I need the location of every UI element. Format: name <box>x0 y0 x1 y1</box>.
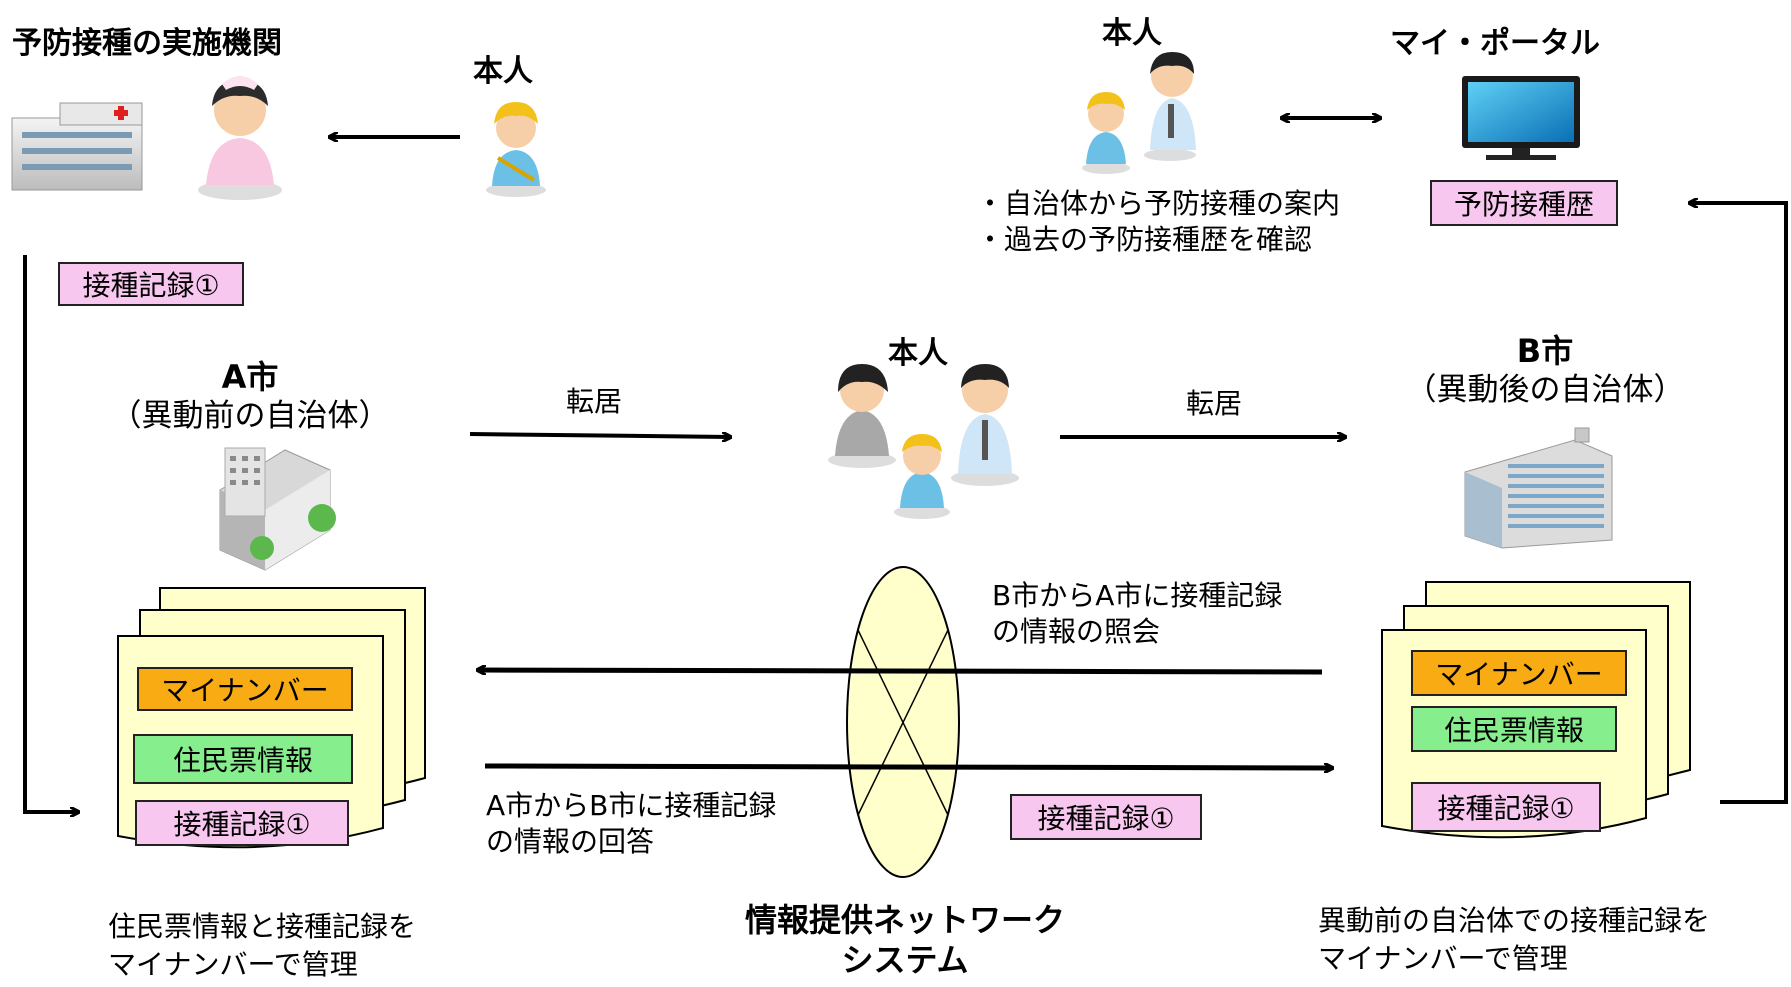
portal-title: マイ・ポータル <box>1390 26 1600 61</box>
nurse-icon <box>198 76 282 200</box>
b-caption-line-1: 異動前の自治体での接種記録を <box>1318 904 1711 937</box>
family-icon <box>828 364 1019 519</box>
b-city-sub: （異動後の自治体） <box>1405 372 1685 408</box>
reply-line-2: の情報の回答 <box>486 825 655 858</box>
b-city-name: B市 <box>1516 332 1574 370</box>
move-label-left: 転居 <box>566 385 623 418</box>
vaccination-history-tag: 予防接種歴 <box>1430 180 1618 226</box>
b-resident-tag: 住民票情報 <box>1411 706 1617 752</box>
b-caption-line-2: マイナンバーで管理 <box>1318 942 1568 975</box>
a-city-sub: （異動前の自治体） <box>110 398 390 434</box>
hospital-icon <box>11 102 143 191</box>
network-system-label: 情報提供ネットワーク システム <box>700 900 1110 980</box>
person-label-top-right: 本人 <box>1102 16 1162 51</box>
exchange-record-tag: 接種記録① <box>1010 794 1202 840</box>
portal-bullet-list: ・自治体から予防接種の案内 ・過去の予防接種歴を確認 <box>976 186 1340 258</box>
a-mynumber-tag: マイナンバー <box>137 667 353 711</box>
a-record-tag: 接種記録① <box>135 800 349 846</box>
person-label-top-left: 本人 <box>473 54 533 89</box>
office-building-icon <box>219 447 336 571</box>
b-record-tag: 接種記録① <box>1411 782 1601 832</box>
move-label-right: 転居 <box>1186 387 1243 420</box>
query-line-1: B市からA市に接種記録 <box>992 579 1283 612</box>
facility-title: 予防接種の実施機関 <box>12 26 282 61</box>
monitor-icon <box>1462 76 1580 160</box>
b-mynumber-tag: マイナンバー <box>1411 650 1627 696</box>
person-label-center: 本人 <box>888 336 948 371</box>
query-label: B市からA市に接種記録 の情報の照会 <box>992 578 1282 650</box>
b-docs-caption: 異動前の自治体での接種記録を マイナンバーで管理 <box>1318 902 1710 978</box>
a-city-name: A市 <box>221 358 279 396</box>
network-line-1: 情報提供ネットワーク <box>744 901 1065 939</box>
child-icon <box>486 102 546 197</box>
record-tag-top-left: 接種記録① <box>58 262 244 306</box>
reply-label: A市からB市に接種記録 の情報の回答 <box>486 788 776 860</box>
network-ellipse-icon <box>846 566 960 878</box>
query-line-2: の情報の照会 <box>992 615 1161 648</box>
parent-child-icon <box>1082 52 1196 174</box>
b-city-heading: B市 （異動後の自治体） <box>1375 326 1715 408</box>
a-caption-line-2: マイナンバーで管理 <box>108 948 358 981</box>
a-resident-tag: 住民票情報 <box>133 734 353 784</box>
network-line-2: システム <box>841 941 969 979</box>
bullet-notice: ・自治体から予防接種の案内 <box>976 187 1341 220</box>
city-hall-icon <box>1464 427 1613 549</box>
reply-line-1: A市からB市に接種記録 <box>486 789 777 822</box>
a-docs-caption: 住民票情報と接種記録を マイナンバーで管理 <box>108 908 416 984</box>
a-city-heading: A市 （異動前の自治体） <box>70 352 430 434</box>
bullet-history: ・過去の予防接種歴を確認 <box>976 223 1313 256</box>
a-caption-line-1: 住民票情報と接種記録を <box>108 910 417 943</box>
